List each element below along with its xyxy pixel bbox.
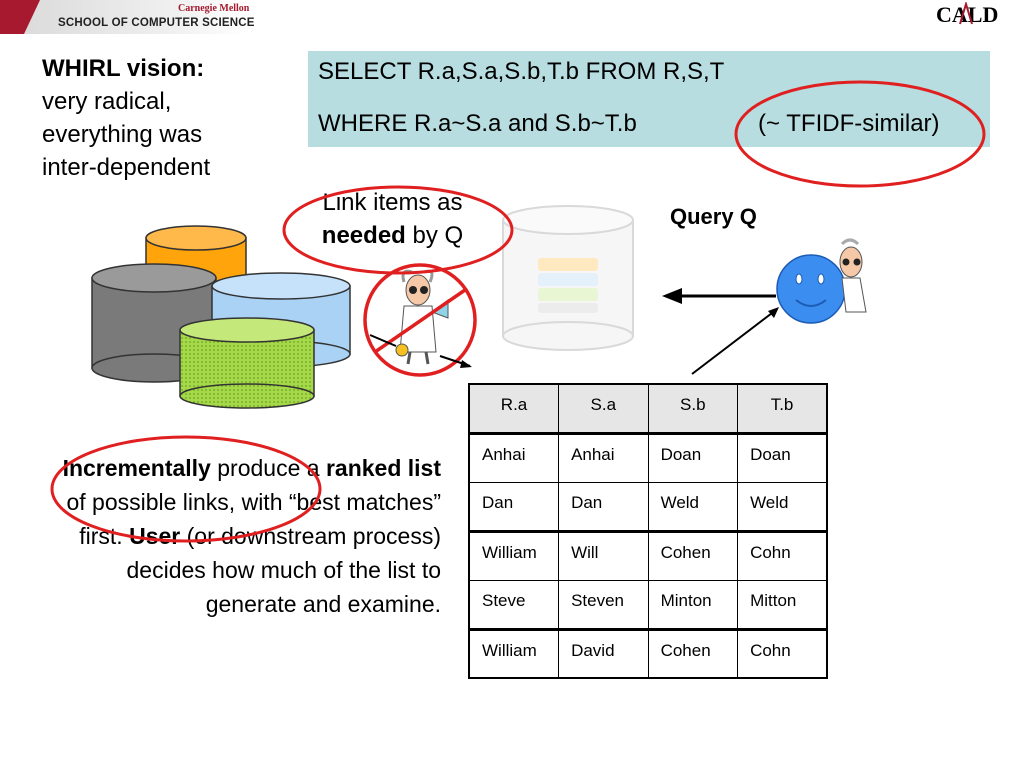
scientist-peeking-icon — [839, 238, 867, 313]
faded-database-icon — [502, 205, 634, 351]
table-cell: Cohen — [648, 531, 739, 580]
table-cell: Dan — [558, 482, 649, 531]
table-header-row: R.a S.a S.b T.b — [469, 384, 828, 433]
arrow-line — [439, 355, 471, 367]
desc-bold-1: Incrementally — [62, 455, 211, 481]
whirl-vision-text: WHIRL vision: very radical, everything w… — [42, 52, 302, 184]
table-cell: Dan — [469, 482, 560, 531]
table-cell: Doan — [648, 433, 739, 482]
intro-line-1: very radical, — [42, 88, 172, 115]
query-q-label: Query Q — [670, 204, 757, 229]
prohibited-icon — [363, 263, 477, 377]
query-arrow-head — [662, 288, 682, 304]
gray-database-icon — [91, 263, 217, 383]
table-cell: Steven — [558, 580, 649, 629]
ranked-list-description: Incrementally produce a ranked list of p… — [44, 451, 441, 621]
table-header-cell: T.b — [737, 384, 828, 433]
desc-bold-3: User — [129, 523, 181, 549]
table-to-user-arrow — [691, 309, 777, 375]
table-cell: Cohn — [737, 531, 828, 580]
smiley-face-icon — [776, 254, 846, 324]
table-cell: Cohn — [737, 629, 828, 678]
table-row: Dan Dan Weld Weld — [469, 482, 828, 531]
table-cell: Steve — [469, 580, 560, 629]
table-cell: Mitton — [737, 580, 828, 629]
cald-logo: CALD — [936, 0, 1016, 36]
query-similarity-note: (~ TFIDF-similar) — [758, 110, 940, 137]
header-banner — [0, 0, 248, 34]
orange-database-icon — [145, 225, 247, 319]
table-cell: Cohen — [648, 629, 739, 678]
school-title: SCHOOL OF COMPUTER SCIENCE — [58, 17, 255, 29]
query-select-line: SELECT R.a,S.a,S.b,T.b FROM R,S,T — [318, 58, 725, 85]
link-note-part1: Link items as — [322, 189, 463, 216]
green-database-icon — [179, 317, 315, 409]
table-cell: Weld — [737, 482, 828, 531]
arrow-line — [369, 334, 397, 347]
table-header-cell: S.a — [558, 384, 649, 433]
table-cell: David — [558, 629, 649, 678]
intro-line-3: inter-dependent — [42, 154, 211, 181]
table-cell: Minton — [648, 580, 739, 629]
table-row: Steve Steven Minton Mitton — [469, 580, 828, 629]
table-to-user-arrow-head — [768, 307, 779, 318]
table-cell: Doan — [737, 433, 828, 482]
table-cell: William — [469, 531, 560, 580]
intro-line-2: everything was — [42, 121, 203, 148]
link-items-note: Link items as needed by Q — [290, 186, 495, 252]
arrow-head — [460, 360, 472, 368]
table-row: Anhai Anhai Doan Doan — [469, 433, 828, 482]
cmu-wordmark: Carnegie Mellon — [178, 3, 250, 14]
table-cell: William — [469, 629, 560, 678]
table-row: William David Cohen Cohn — [469, 629, 828, 678]
database-stack-icon — [91, 225, 351, 409]
result-table: R.a S.a S.b T.b Anhai Anhai Doan Doan Da… — [468, 383, 828, 679]
table-header-cell: R.a — [469, 384, 560, 433]
query-where-line: WHERE R.a~S.a and S.b~T.b — [318, 110, 637, 137]
table-cell: Weld — [648, 482, 739, 531]
table-cell: Anhai — [469, 433, 560, 482]
table-cell: Will — [558, 531, 649, 580]
desc-bold-2: ranked list — [325, 455, 441, 481]
table-cell: Anhai — [558, 433, 649, 482]
whirl-title: WHIRL vision: — [42, 55, 205, 82]
link-note-part2: by Q — [405, 222, 464, 249]
link-note-bold: needed — [321, 222, 406, 249]
table-header-cell: S.b — [648, 384, 739, 433]
desc-text-1: produce a — [210, 455, 326, 481]
blue-database-icon — [211, 272, 351, 368]
mad-scientist-icon — [395, 269, 449, 365]
table-row: William Will Cohen Cohn — [469, 531, 828, 580]
